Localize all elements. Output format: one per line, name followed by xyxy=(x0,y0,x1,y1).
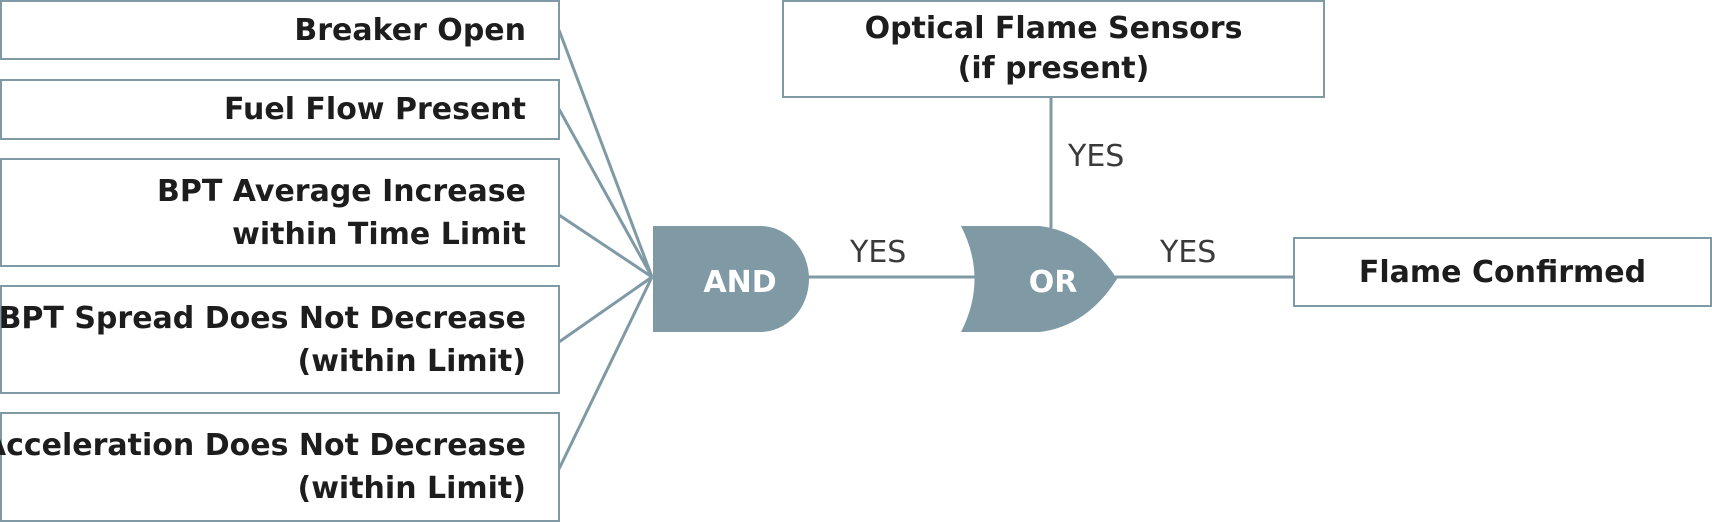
input-label-line: (within Limit) xyxy=(297,343,527,379)
input-label-line: Acceleration Does Not Decrease xyxy=(0,428,526,463)
output-label: Flame Confirmed xyxy=(1358,254,1647,290)
input-label-line: Fuel Flow Present xyxy=(223,92,526,127)
yes-label-optical-to-or: YES xyxy=(1068,139,1125,174)
and-gate-shape xyxy=(653,226,809,332)
input-label-line: Breaker Open xyxy=(294,12,526,48)
connector-bpt-spread xyxy=(558,275,653,344)
input-label-line: (within Limit) xyxy=(297,471,527,506)
flame-confirmed-box: Flame Confirmed xyxy=(1293,237,1712,307)
input-box-acceleration: Acceleration Does Not Decrease (within L… xyxy=(0,412,560,522)
input-label-line: BPT Spread Does Not Decrease xyxy=(0,300,526,336)
optical-sensors-box: Optical Flame Sensors (if present) xyxy=(782,0,1325,98)
input-box-fuel-flow: Fuel Flow Present xyxy=(0,79,560,140)
connector-breaker-open xyxy=(557,29,654,278)
or-gate-label: OR xyxy=(1028,265,1078,300)
input-box-bpt-average: BPT Average Increase within Time Limit xyxy=(0,158,560,267)
input-label-line: BPT Average Increase xyxy=(156,173,526,209)
optical-label-line: Optical Flame Sensors xyxy=(864,11,1243,46)
and-gate-label: AND xyxy=(703,265,777,300)
or-gate-shape xyxy=(961,226,1117,332)
input-box-breaker-open: Breaker Open xyxy=(0,0,560,60)
input-label-line: within Time Limit xyxy=(232,216,526,252)
yes-label-or-to-output: YES xyxy=(1160,235,1217,270)
connector-fuel-flow xyxy=(557,108,654,278)
connector-bpt-average xyxy=(558,213,653,279)
optical-label-line: (if present) xyxy=(957,51,1150,86)
connector-acceleration xyxy=(557,276,654,470)
input-box-bpt-spread: BPT Spread Does Not Decrease (within Lim… xyxy=(0,285,560,394)
yes-label-and-to-or: YES xyxy=(850,235,907,270)
